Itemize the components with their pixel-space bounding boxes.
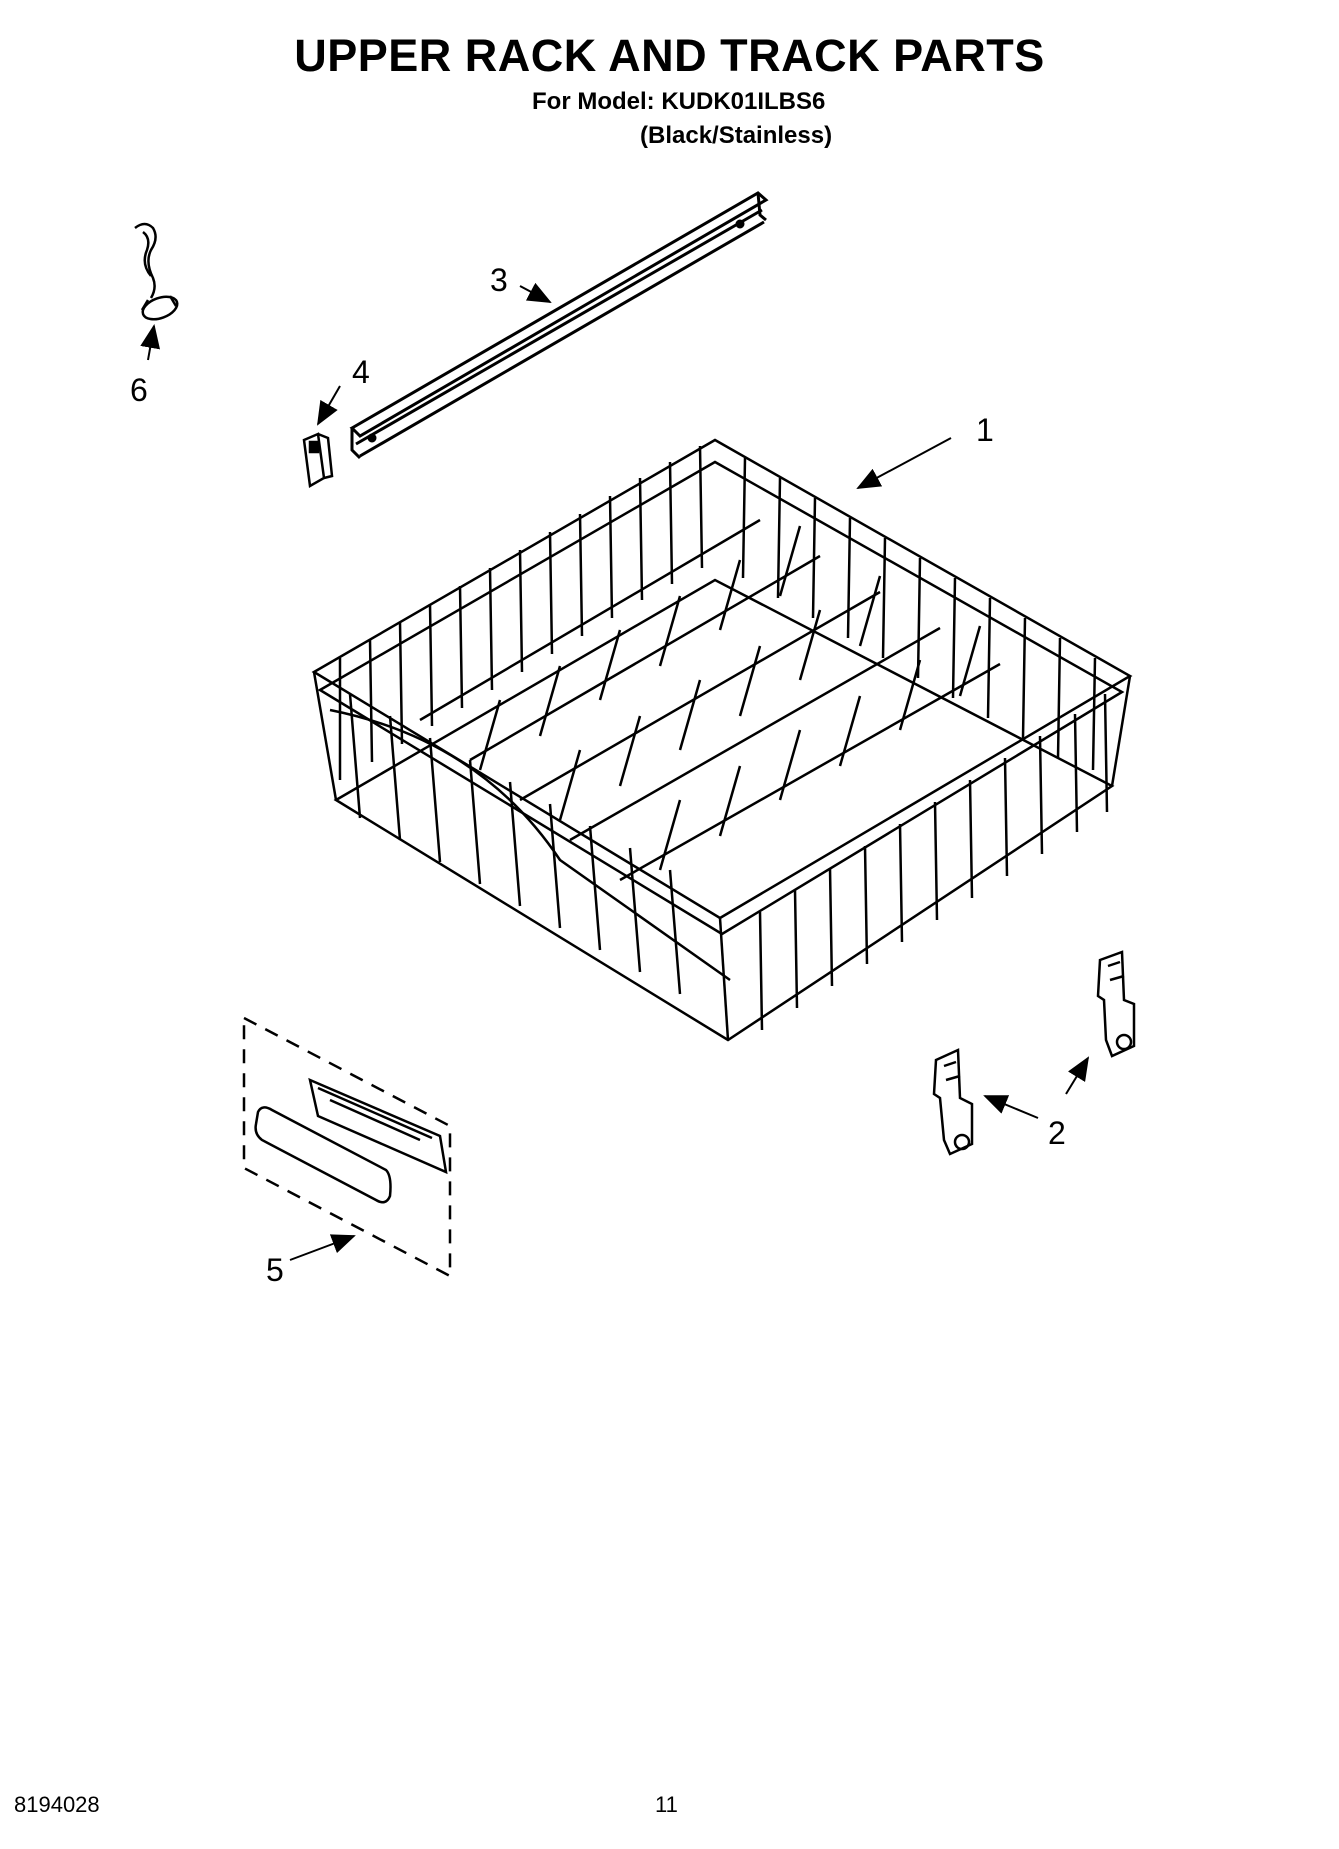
callout-5: 5 — [266, 1252, 284, 1288]
callout-6: 6 — [130, 372, 148, 408]
part-4-end-cap — [302, 432, 334, 489]
part-1-dish-rack — [311, 438, 1133, 1042]
callout-1: 1 — [976, 412, 994, 448]
page-number: 11 — [655, 1792, 678, 1817]
part-3-track — [349, 191, 769, 460]
part-5-handle-kit — [242, 1015, 452, 1279]
page-title: UPPER RACK AND TRACK PARTS — [294, 30, 1045, 81]
leader-arrows — [140, 282, 1090, 1261]
document-number: 8194028 — [14, 1792, 100, 1817]
variant-line: (Black/Stainless) — [640, 122, 833, 149]
model-line: For Model: KUDK01ILBS6 — [532, 88, 826, 115]
part-2-rollers — [932, 950, 1136, 1156]
callout-4: 4 — [352, 354, 370, 390]
callout-2: 2 — [1048, 1115, 1066, 1151]
callout-3: 3 — [490, 262, 508, 298]
part-6-clip — [134, 222, 179, 321]
